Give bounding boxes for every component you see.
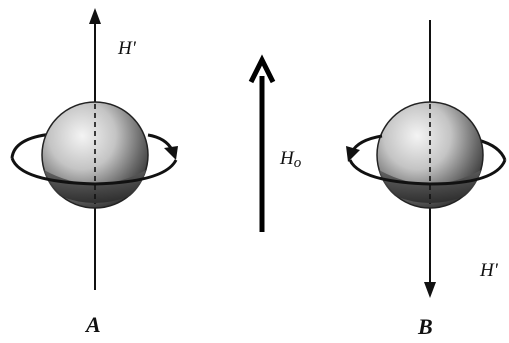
spin-b-group: H' B	[346, 20, 507, 339]
spin-a-moment-arrowhead	[89, 8, 101, 24]
spin-b-case-label: B	[417, 314, 433, 339]
spin-b-rotation-arrowhead	[346, 146, 360, 162]
external-field-label: Ho	[279, 148, 302, 171]
external-field-arrowhead	[248, 54, 276, 84]
spin-b-moment-arrowhead	[424, 282, 436, 298]
spin-b-field-label: H'	[479, 260, 499, 281]
external-field-label-subscript: o	[294, 155, 302, 171]
spin-b-rotation-ring-front	[348, 159, 507, 186]
spin-a-group: H' A	[10, 8, 178, 337]
spin-a-rotation-ring-front	[10, 157, 178, 186]
external-field-label-base: H	[279, 148, 295, 169]
external-field-group: Ho	[248, 54, 302, 232]
spin-a-case-label: A	[84, 312, 101, 337]
spin-a-rotation-arrowhead	[164, 146, 178, 160]
spin-a-field-label: H'	[117, 38, 137, 59]
